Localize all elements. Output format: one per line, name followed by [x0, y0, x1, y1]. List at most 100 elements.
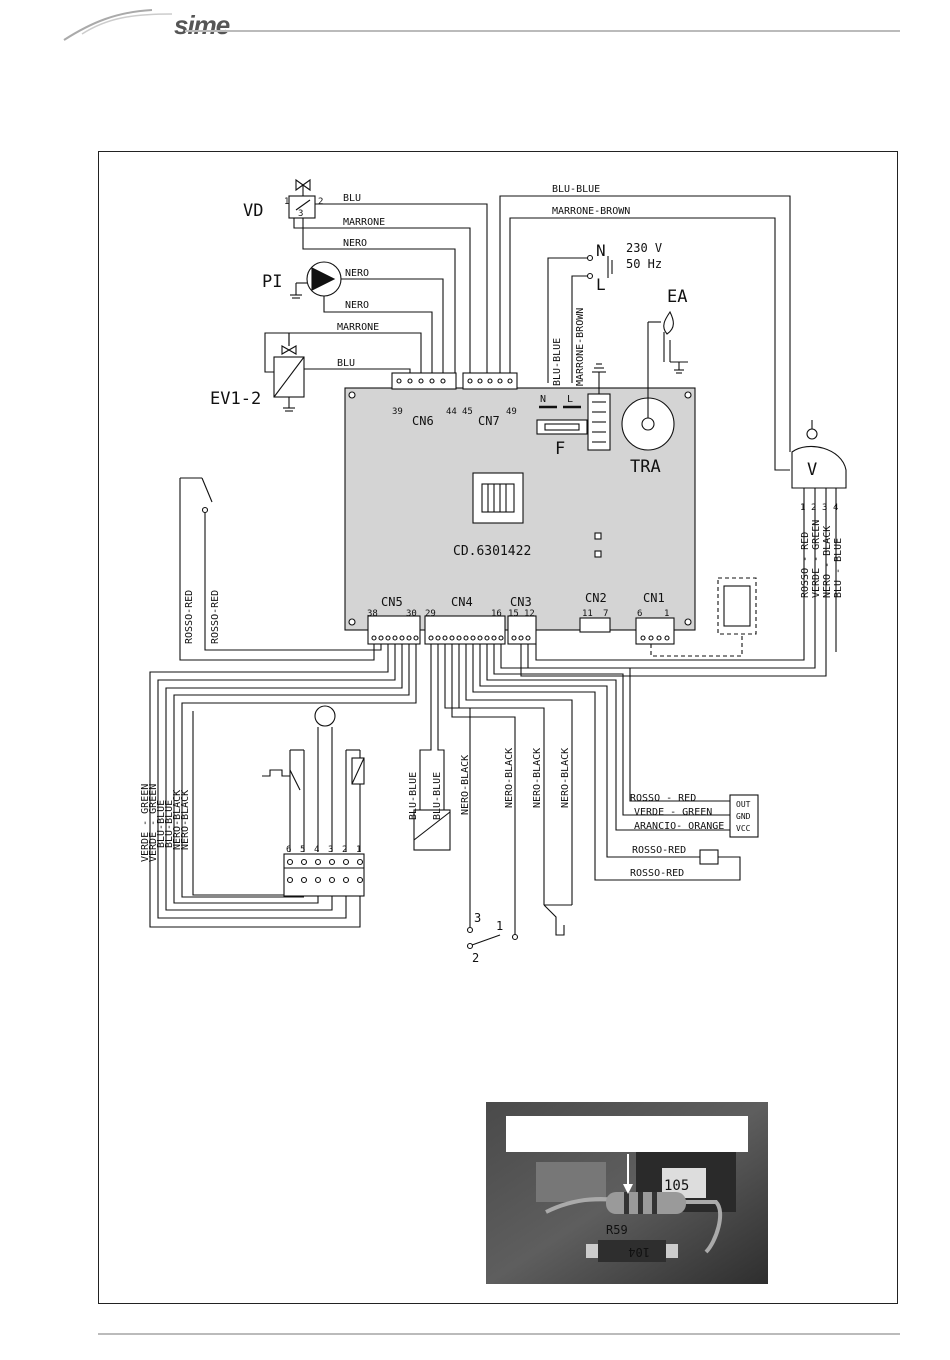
switch-pin-label: 2	[472, 951, 479, 965]
pin-label: 2	[342, 845, 347, 855]
pin-label: 15	[508, 609, 519, 619]
wire-label: NERO-BLACK	[172, 790, 183, 850]
sensor-pin-label: OUT	[736, 800, 751, 809]
cn3-label: CN3	[510, 595, 532, 609]
pin-label: 30	[406, 609, 417, 619]
pin-label: 12	[524, 609, 535, 619]
fuse	[536, 419, 588, 435]
ea-label: EA	[667, 287, 687, 307]
wire-label: BLU-BLUE	[164, 800, 175, 848]
wire-label: BLU	[343, 193, 361, 204]
pin-label: 49	[506, 407, 517, 417]
pin-label: 3	[328, 845, 333, 855]
pi-label: PI	[262, 272, 282, 292]
circulator-pump	[306, 261, 342, 297]
wire-label: ROSSO - RED	[630, 793, 696, 804]
board-code: CD.6301422	[453, 544, 531, 559]
wire-label: NERO	[345, 300, 369, 311]
pin-label: 45	[462, 407, 473, 417]
cn2-label: CN2	[585, 591, 607, 605]
wire-label: MARRONE	[337, 322, 379, 333]
wire-label: ROSSO-RED	[184, 590, 195, 644]
wire-label: BLU	[337, 358, 355, 369]
supply-voltage: 230 V	[626, 241, 662, 255]
pin-label: 1	[284, 197, 289, 207]
pin-label: 1	[664, 609, 669, 619]
wire-label: BLU-BLUE	[408, 772, 419, 820]
switch-pin-label: 3	[474, 911, 481, 925]
pin-label: 4	[314, 845, 319, 855]
wire-label: NERO-BLACK	[560, 748, 571, 808]
wire-label: VERDE - GREEN	[811, 520, 822, 598]
pin-label: N	[540, 394, 546, 405]
header-rule	[185, 30, 900, 32]
pin-label: 1	[800, 503, 805, 513]
footer-rule	[98, 1333, 900, 1335]
fan	[791, 420, 847, 489]
photo-callout-box	[506, 1116, 748, 1152]
pin-label: 5	[300, 845, 305, 855]
capacitor-code: 105	[664, 1178, 689, 1194]
wire-label: ROSSO-RED	[630, 868, 684, 879]
component-code: 104	[628, 1245, 650, 1259]
pin-label: 38	[367, 609, 378, 619]
wire-label: ARANCIO- ORANGE	[634, 821, 724, 832]
diverter-valve	[288, 178, 316, 219]
pin-label: 44	[446, 407, 457, 417]
brand-name: sime	[174, 10, 230, 40]
cn4-label: CN4	[451, 595, 473, 609]
pin-label: 1	[356, 845, 361, 855]
wire-label: MARRONE	[343, 217, 385, 228]
l-label: L	[596, 275, 606, 294]
wire-label: BLU-BLUE	[432, 772, 443, 820]
cn2-connector	[579, 617, 611, 633]
sensor-pin-label: GND	[736, 812, 751, 821]
wire-label: VERDE - GREEN	[140, 784, 151, 862]
microcontroller-chip	[472, 472, 524, 524]
pin-label: 2	[318, 197, 323, 207]
ev-label: EV1-2	[210, 389, 261, 409]
wire-label: NERO-BLACK	[180, 790, 191, 850]
hall-sensor-box	[729, 794, 759, 838]
fan-label: V	[807, 460, 817, 480]
pin-label: 6	[286, 845, 291, 855]
pin-label: L	[567, 394, 573, 405]
wire-label: BLU-BLUE	[156, 800, 167, 848]
pin-label: 2	[811, 503, 816, 513]
wire-label: NERO	[343, 238, 367, 249]
pin-label: 4	[833, 503, 838, 513]
wire-label: BLU - BLUE	[833, 538, 844, 598]
wire-label: VERDE - GREEN	[634, 807, 712, 818]
resistor-designator: R59	[606, 1223, 628, 1237]
pin-label: 3	[298, 209, 303, 219]
cn5-label: CN5	[381, 595, 403, 609]
fuse-label: F	[555, 439, 565, 459]
wire-label: BLU-BLUE	[552, 184, 600, 195]
supply-frequency: 50 Hz	[626, 257, 662, 271]
cn6-label: CN6	[412, 414, 434, 428]
wire-label: NERO - BLACK	[822, 526, 833, 598]
logo-swoosh-icon	[63, 9, 173, 41]
pin-label: 3	[822, 503, 827, 513]
n-label: N	[596, 241, 606, 260]
wire-label: MARRONE-BROWN	[552, 206, 630, 217]
pin-label: 16	[491, 609, 502, 619]
pin-label: 29	[425, 609, 436, 619]
sensor-pin-label: VCC	[736, 824, 751, 833]
wire-label: MARRONE-BROWN	[575, 308, 586, 386]
vd-label: VD	[243, 201, 263, 221]
wire-label: ROSSO-RED	[210, 590, 221, 644]
tra-label: TRA	[630, 457, 661, 477]
wire-label: ROSSO-RED	[632, 845, 686, 856]
pin-label: 11	[582, 609, 593, 619]
pin-label: 6	[637, 609, 642, 619]
switch-pin-label: 1	[496, 919, 503, 933]
wire-label: NERO-BLACK	[532, 748, 543, 808]
diagram-frame	[98, 151, 898, 1304]
ignition-electrode	[648, 310, 688, 374]
cn7-label: CN7	[478, 414, 500, 428]
wire-label: NERO-BLACK	[460, 755, 471, 815]
terminal-block	[283, 853, 365, 897]
sime-logo: sime	[62, 4, 302, 44]
